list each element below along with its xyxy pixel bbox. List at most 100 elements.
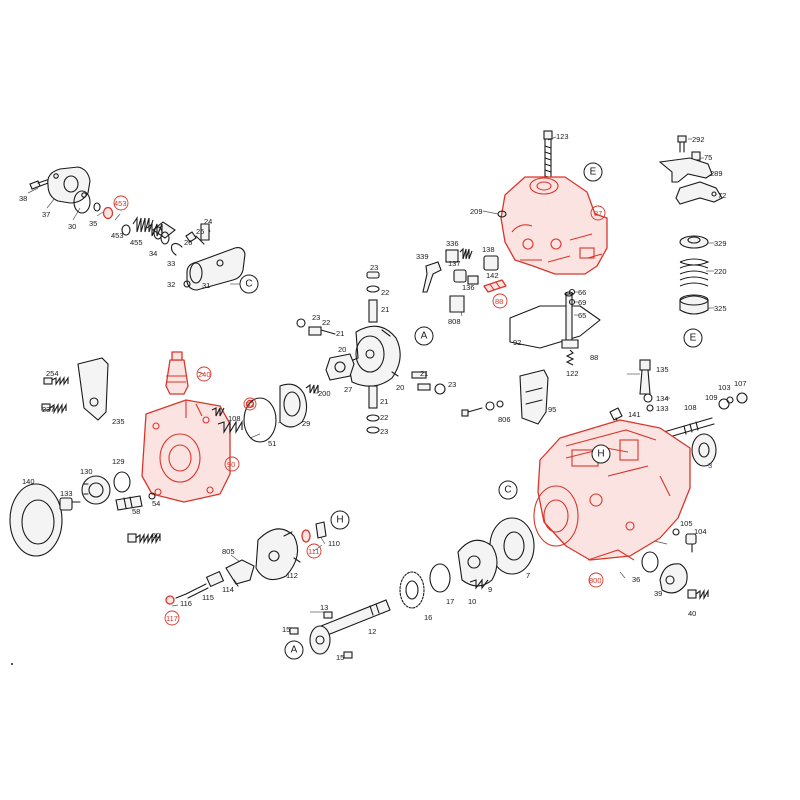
part-58: [115, 495, 143, 511]
ref-marker-h-housing: H: [591, 444, 611, 464]
callout-23-b: 23: [312, 313, 320, 322]
callout-92: 92: [513, 338, 521, 347]
ring-17: [429, 563, 451, 593]
callout-38: 38: [19, 194, 27, 203]
callout-88: 88: [590, 353, 598, 362]
callout-23-d: 23: [380, 427, 388, 436]
ring-69: [568, 298, 576, 306]
callout-62-red: 62: [243, 397, 257, 411]
nut-107: [736, 392, 748, 404]
svg-text:240: 240: [198, 370, 211, 379]
ref-marker-c-top: C: [239, 274, 259, 294]
cover-140: [9, 483, 63, 557]
ref-marker-e-right: E: [683, 328, 703, 348]
callout-103: 103: [718, 383, 731, 392]
bolt-123: [543, 130, 553, 184]
callout-20-b: 20: [396, 383, 404, 392]
roller-holder-27: [325, 353, 355, 381]
callout-20-a: 20: [338, 345, 346, 354]
callout-237: 237: [42, 405, 55, 414]
ring-134: [643, 393, 653, 403]
callout-29: 29: [302, 419, 310, 428]
ref-marker-e-top: E: [583, 162, 603, 182]
bracket-95: [519, 369, 549, 425]
cover-plate-37: [47, 166, 91, 204]
part-54: [148, 492, 156, 500]
callout-51: 51: [268, 439, 276, 448]
bracket-235: [77, 357, 109, 421]
ring-103: [726, 396, 734, 404]
callout-22-d: 22: [380, 413, 388, 422]
callout-95: 95: [548, 405, 556, 414]
callout-292: 292: [692, 135, 705, 144]
screw-254: [43, 376, 69, 386]
callout-138: 138: [482, 245, 495, 254]
gear-16: [399, 571, 425, 609]
callout-800-red: 800: [588, 572, 604, 588]
callout-140: 140: [22, 477, 35, 486]
callout-336: 336: [446, 239, 459, 248]
callout-31: 31: [202, 281, 210, 290]
lever-72: [675, 181, 723, 205]
screw-209: [497, 210, 507, 218]
flyweight-805: [225, 559, 255, 587]
callout-134: 134: [656, 394, 669, 403]
callout-60: 60: [152, 531, 160, 540]
spring-455: [132, 216, 154, 233]
callout-9: 9: [488, 585, 492, 594]
sleeve-115: [185, 570, 225, 599]
callout-142: 142: [486, 271, 499, 280]
svg-text:453: 453: [114, 199, 127, 208]
solenoid-240: [165, 351, 189, 395]
callout-17: 17: [446, 597, 454, 606]
feed-pump-plate-29: [279, 383, 308, 428]
callout-107: 107: [734, 379, 747, 388]
callout-15-left: 15: [282, 625, 290, 634]
callout-23-a: 23: [370, 263, 378, 272]
plug-104: [685, 533, 697, 553]
seal-3: [691, 433, 717, 467]
roller-ring-assembly: [296, 271, 446, 434]
screw-806: [461, 400, 504, 417]
svg-text:111: 111: [308, 547, 319, 556]
callout-90-red: 90: [224, 456, 240, 472]
svg-text:A: A: [291, 645, 298, 656]
callout-65: 65: [578, 311, 586, 320]
callout-13: 13: [320, 603, 328, 612]
seal-ring-453: [102, 206, 114, 220]
callout-108-left: 108: [228, 414, 241, 423]
svg-text:800: 800: [589, 576, 602, 585]
ring-133b: [646, 404, 654, 412]
callout-35: 35: [89, 219, 97, 228]
callout-26: 26: [184, 238, 192, 247]
ring-109: [718, 398, 730, 410]
callout-122: 122: [566, 369, 579, 378]
callout-66: 66: [578, 288, 586, 297]
bracket-289: [658, 157, 713, 183]
callout-111-red: 111: [306, 543, 322, 559]
callout-27: 27: [344, 385, 352, 394]
valve-135: [639, 359, 651, 395]
callout-7: 7: [526, 571, 530, 580]
cover-39: [659, 563, 688, 594]
callout-805: 805: [222, 547, 235, 556]
callout-133-left: 133: [60, 489, 73, 498]
governor-cover-housing: [500, 176, 608, 275]
callout-72: 72: [718, 191, 726, 200]
callout-40: 40: [688, 609, 696, 618]
callout-136: 136: [462, 283, 475, 292]
callout-240-red: 240: [196, 366, 212, 382]
callout-32: 32: [167, 280, 175, 289]
callout-12: 12: [368, 627, 376, 636]
callout-141: 141: [628, 410, 641, 419]
spring-220: [679, 258, 710, 287]
shaft-88-122: [561, 291, 579, 366]
callout-58: 58: [132, 507, 140, 516]
shaft-142: [483, 279, 507, 293]
callout-21-d: 21: [380, 397, 388, 406]
callout-37: 37: [42, 210, 50, 219]
hydraulic-head: [141, 399, 231, 503]
gasket-65: [509, 305, 601, 349]
callout-109: 109: [705, 393, 718, 402]
callout-116: 116: [180, 599, 192, 608]
